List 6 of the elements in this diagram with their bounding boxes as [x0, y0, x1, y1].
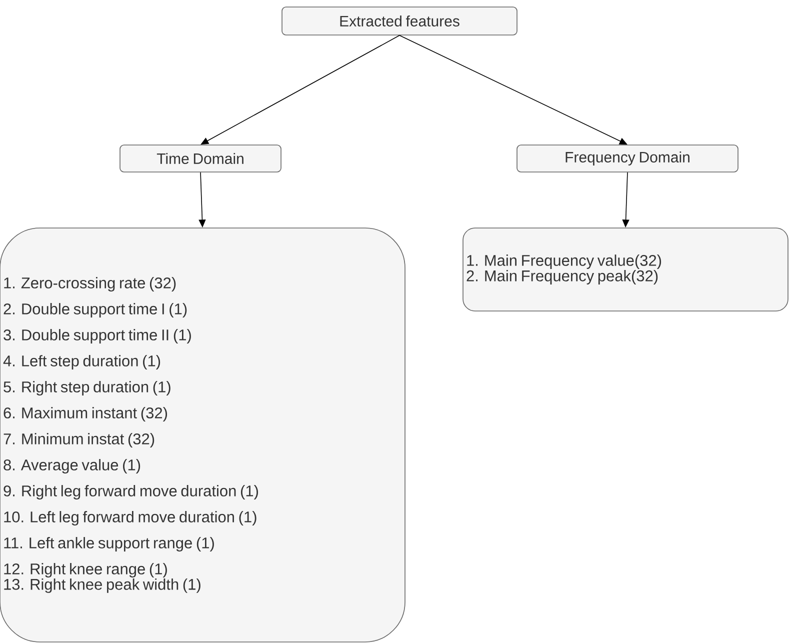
label-box: Time Domain — [120, 144, 282, 172]
label-box: Extracted features — [282, 6, 518, 36]
list-box: 1. Zero-crossing rate (32) 2. Double support time I (1) 3. Double support time II (1) 4. Left step duration (1) 5. Right step duration (1) 6. Maximum instant (32) 7. Minimum instat (32) 8. Average value (1) 9. Right leg forward move duration (1) 10. Left leg forward move duration (1) 11. Left ankle support range (1) 12. Right knee range (1) 13. Right knee peak width (1) — [0, 228, 406, 642]
list-box: 1. Main Frequency value(32) 2. Main Frequency peak(32) — [462, 228, 788, 312]
label-box: Frequency Domain — [516, 144, 738, 172]
arrow — [200, 35, 400, 145]
